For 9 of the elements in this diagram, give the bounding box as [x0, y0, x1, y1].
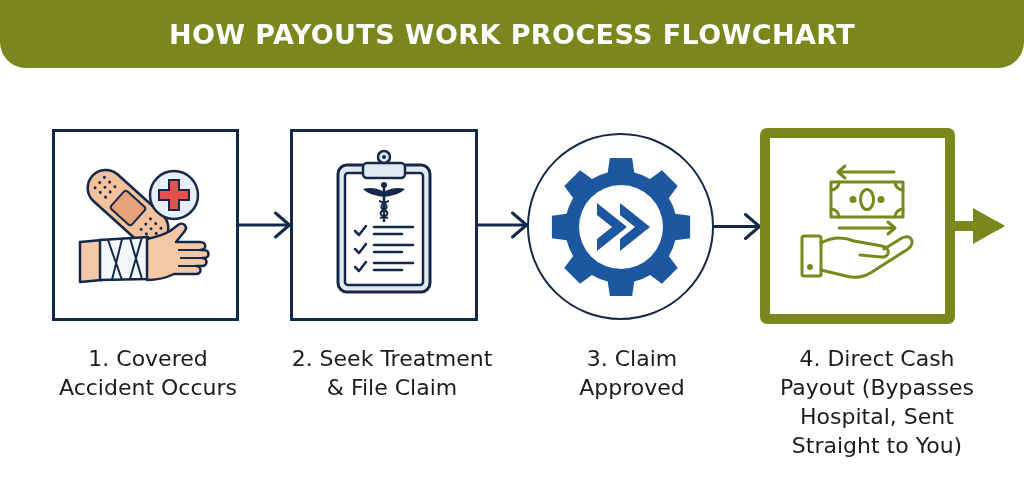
flow-arrow: [955, 208, 1005, 244]
title: HOW PAYOUTS WORK PROCESS FLOWCHART: [168, 18, 856, 50]
flow-arrow: [478, 211, 528, 239]
step-label: 3. Claim Approved: [578, 345, 686, 402]
flow-arrow: [714, 213, 761, 240]
step-label: 1. Covered Accident Occurs: [58, 345, 238, 402]
flow-arrow: [239, 211, 291, 239]
step-label: 2. Seek Treatment & File Claim: [290, 345, 494, 402]
step-label: 4. Direct Cash Payout (Bypasses Hospital, Sent Straight to You): [779, 345, 975, 460]
